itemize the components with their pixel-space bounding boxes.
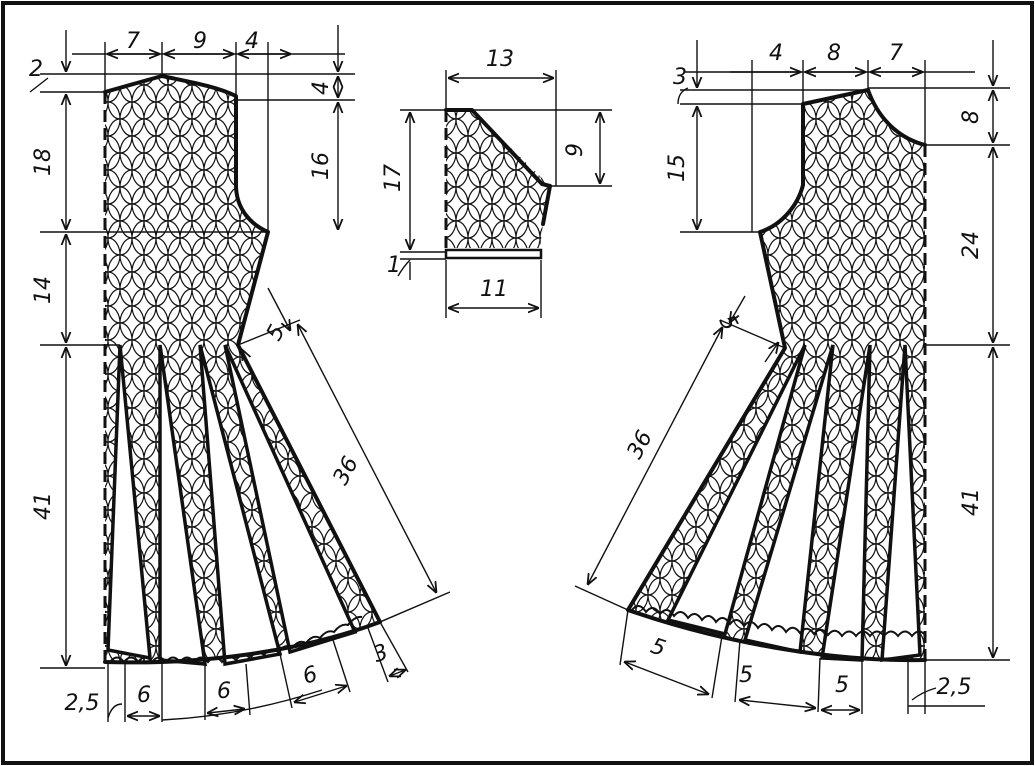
right-slant-2: 36 bbox=[623, 427, 658, 463]
sleeve-edge: 1 bbox=[387, 253, 401, 278]
left-right-height-2: 16 bbox=[309, 152, 334, 180]
sleeve-piece bbox=[397, 70, 612, 318]
left-bottom-4: 6 bbox=[300, 662, 320, 690]
right-slant-1: 5 bbox=[713, 311, 742, 335]
right-right-height-3: 41 bbox=[959, 488, 984, 516]
right-top-width-1: 4 bbox=[769, 41, 783, 66]
sleeve-top-width: 13 bbox=[486, 47, 514, 72]
left-height-1: 2 bbox=[29, 57, 43, 82]
right-top-width-3: 7 bbox=[889, 41, 903, 66]
sleeve-bottom-width: 11 bbox=[480, 277, 508, 302]
right-top-width-2: 8 bbox=[827, 41, 841, 66]
left-bottom-3: 6 bbox=[217, 679, 231, 704]
left-height-2: 18 bbox=[31, 148, 56, 176]
right-bottom-4: 2,5 bbox=[937, 675, 972, 700]
right-left-height-1: 3 bbox=[673, 65, 687, 90]
left-bottom-5: 3 bbox=[370, 640, 392, 668]
left-height-3: 14 bbox=[31, 276, 56, 304]
left-bottom-1: 2,5 bbox=[65, 691, 100, 716]
right-left-height-2: 15 bbox=[665, 154, 690, 182]
left-slant-1: 5 bbox=[262, 321, 291, 345]
sleeve-left-height: 17 bbox=[381, 164, 406, 192]
right-bottom-3: 5 bbox=[835, 673, 849, 698]
right-piece bbox=[574, 40, 1010, 714]
right-right-height-1: 8 bbox=[959, 110, 984, 124]
left-top-width-3: 4 bbox=[245, 29, 259, 54]
sleeve-right-height: 9 bbox=[563, 143, 588, 157]
sleeve-body bbox=[446, 110, 548, 248]
left-top-width-2: 9 bbox=[193, 29, 207, 54]
left-piece bbox=[29, 25, 451, 722]
right-right-height-2: 24 bbox=[959, 231, 984, 259]
left-top-width-1: 7 bbox=[126, 29, 140, 54]
left-right-height-1: 4 bbox=[309, 81, 334, 95]
left-slant-2: 36 bbox=[329, 453, 364, 489]
right-bottom-1: 5 bbox=[647, 634, 668, 662]
right-bottom-2: 5 bbox=[739, 663, 753, 688]
left-bottom-2: 6 bbox=[137, 683, 151, 708]
left-height-4: 41 bbox=[31, 492, 56, 520]
